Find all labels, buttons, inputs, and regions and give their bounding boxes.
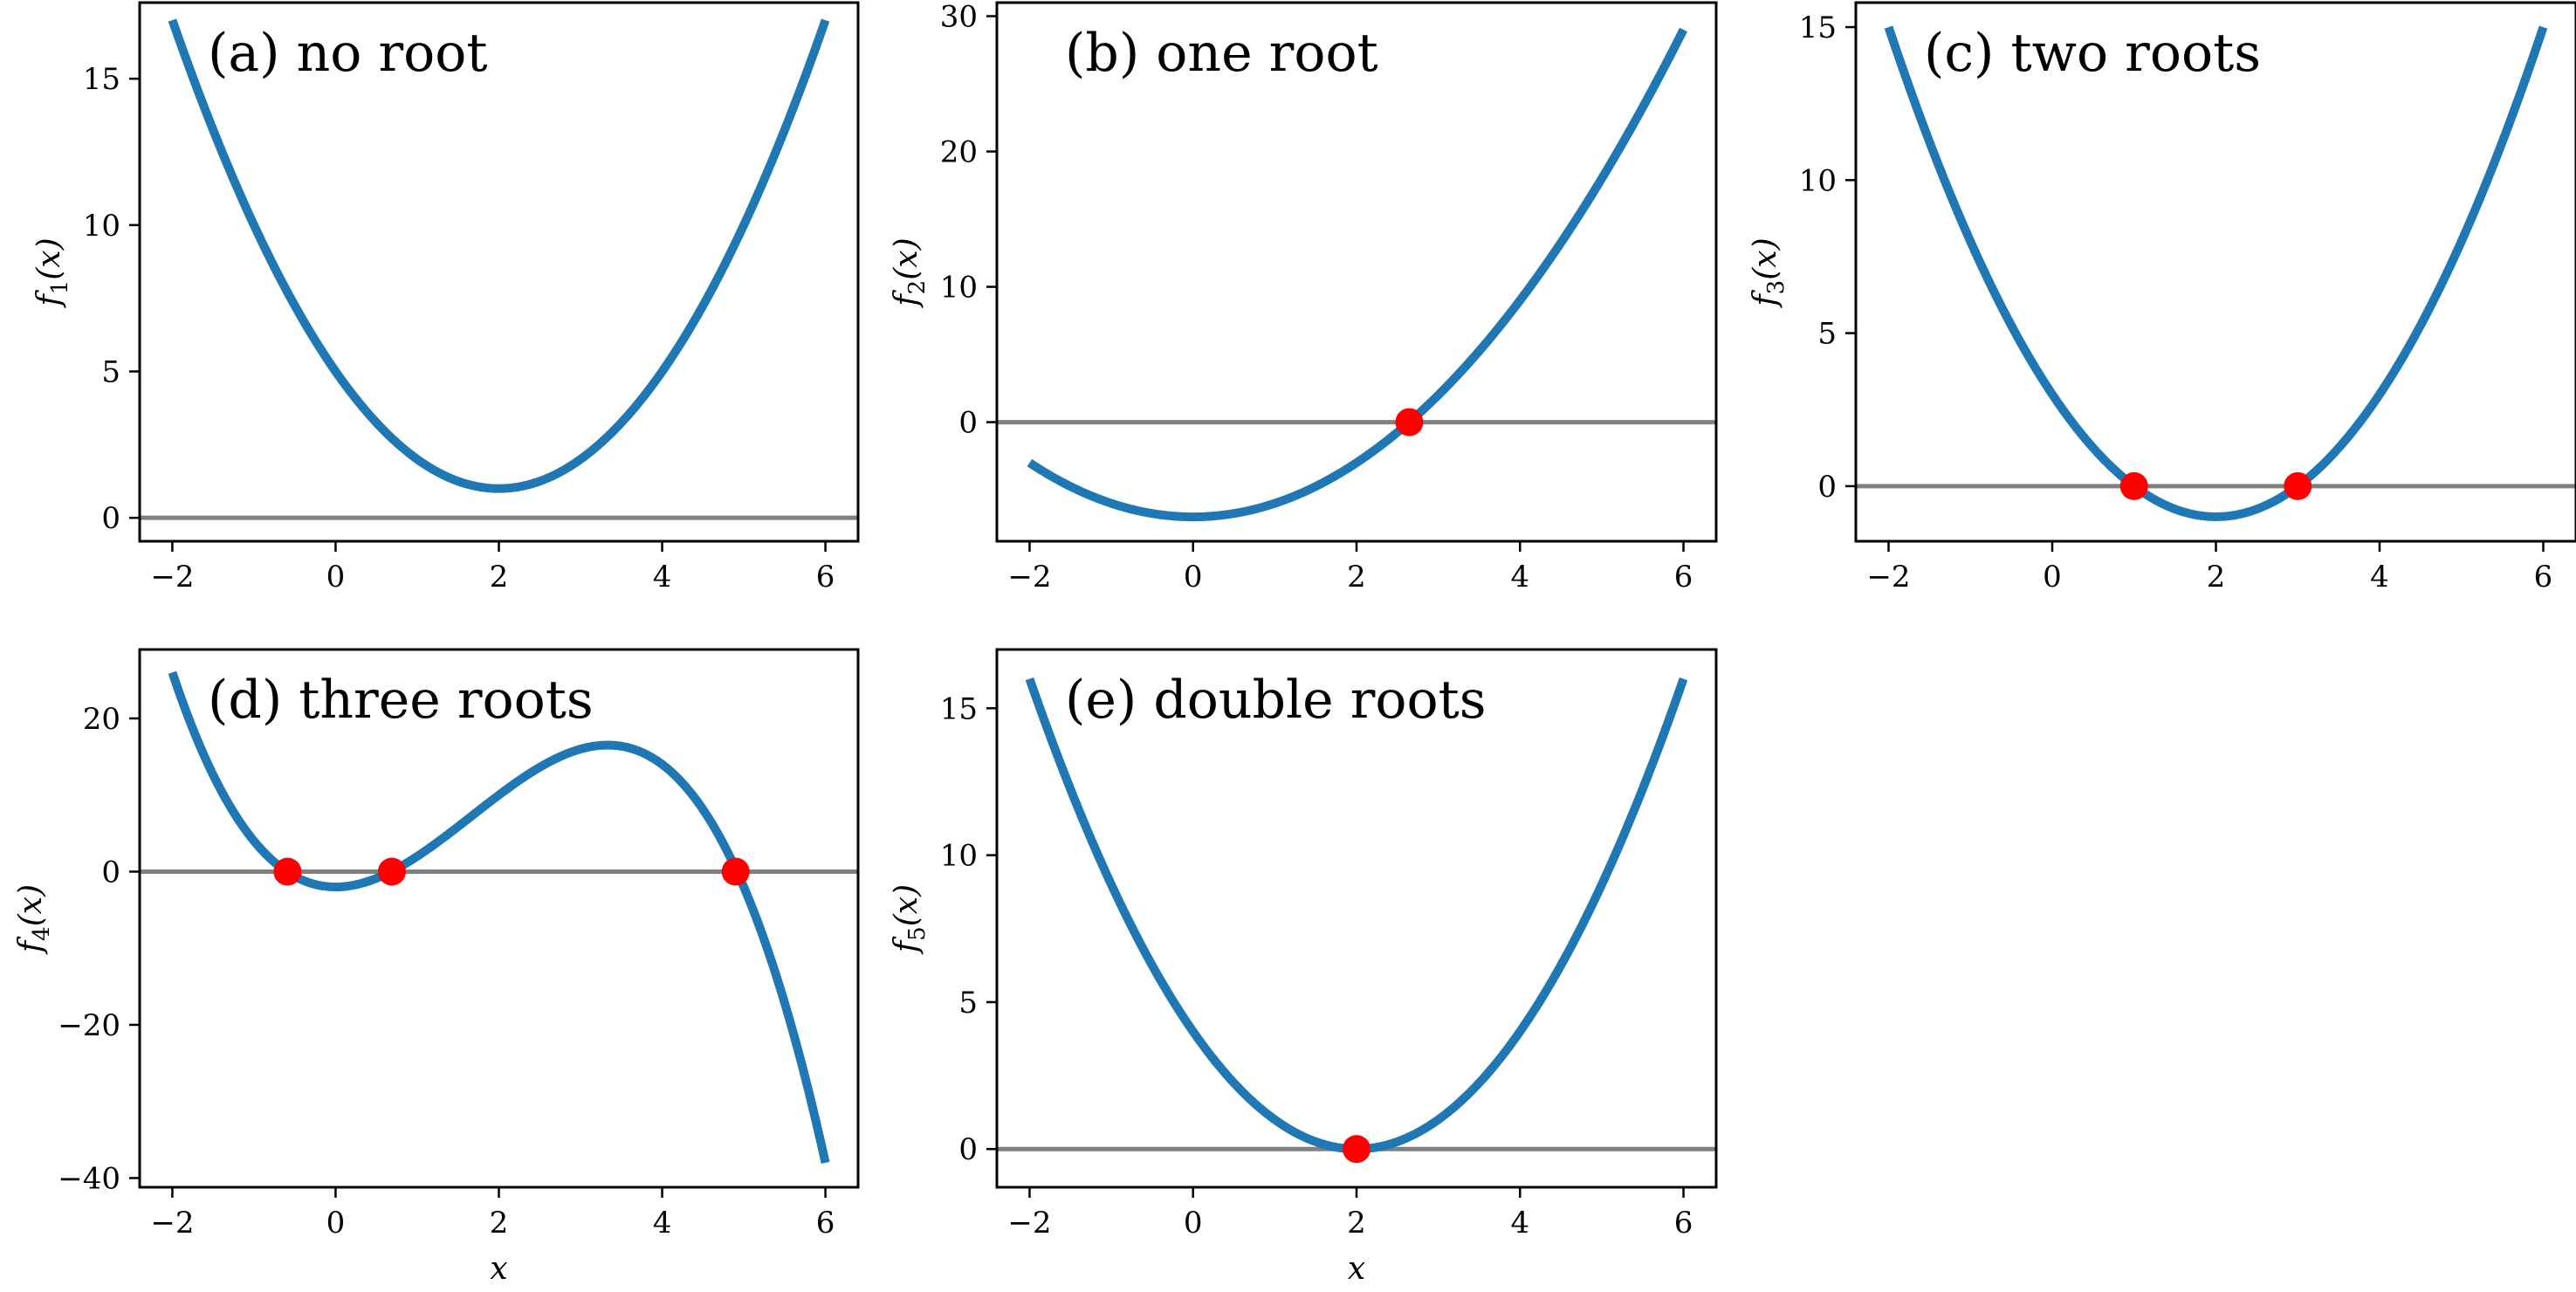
- panel-b: −2 0 2 4 6 0 10 20 30 f2(x) (b) one root: [889, 0, 1718, 594]
- root-marker-d-2: [721, 857, 750, 886]
- x-tick-label-a-0: −2: [150, 560, 194, 594]
- y-tick-label-e-0: 0: [958, 1132, 978, 1167]
- y-tick-label-c-0: 0: [1817, 470, 1837, 505]
- x-tick-label-a-2: 2: [490, 560, 509, 594]
- y-tick-label-c-2: 10: [1799, 163, 1837, 198]
- x-tick-label-b-3: 4: [1510, 560, 1529, 594]
- x-tick-label-d-3: 4: [653, 1206, 672, 1240]
- x-tick-label-d-0: −2: [150, 1206, 194, 1240]
- y-axis-label-b: f2(x): [889, 237, 931, 308]
- y-tick-label-b-3: 30: [940, 0, 978, 35]
- y-tick-label-c-3: 15: [1799, 10, 1837, 45]
- x-tick-label-b-1: 0: [1184, 560, 1203, 594]
- y-tick-label-c-1: 5: [1817, 317, 1837, 352]
- x-tick-label-b-0: −2: [1007, 560, 1051, 594]
- root-marker-d-1: [377, 857, 406, 886]
- panel-c: −2 0 2 4 6 0 5 10 15 f3(x) (c) two roots: [1748, 1, 2576, 594]
- panel-title-e: (e) double roots: [1065, 670, 1487, 731]
- panel-a: −2 0 2 4 6 0 5 10 15 f1(x) (a) no root: [31, 1, 860, 594]
- panel-title-d: (d) three roots: [208, 670, 594, 731]
- x-axis-label-e: x: [1348, 1251, 1365, 1287]
- root-marker-d-0: [273, 857, 302, 886]
- x-tick-label-e-1: 0: [1184, 1206, 1203, 1240]
- y-tick-label-b-2: 20: [940, 135, 978, 170]
- x-tick-label-d-4: 6: [816, 1206, 835, 1240]
- x-tick-label-a-1: 0: [326, 560, 346, 594]
- curve-b: [1027, 27, 1688, 522]
- y-tick-label-b-1: 10: [940, 271, 978, 306]
- x-tick-label-e-3: 4: [1510, 1206, 1529, 1240]
- y-tick-label-d-1: −20: [58, 1008, 120, 1043]
- y-tick-label-a-2: 10: [83, 209, 120, 244]
- y-tick-label-e-2: 10: [940, 839, 978, 874]
- panel-title-c: (c) two roots: [1924, 23, 2261, 84]
- y-axis-label-c: f3(x): [1748, 237, 1789, 308]
- y-tick-label-d-3: 20: [83, 702, 120, 737]
- y-axis-label-e: f5(x): [889, 884, 931, 955]
- x-tick-label-c-1: 0: [2043, 560, 2062, 594]
- x-tick-label-e-2: 2: [1347, 1206, 1366, 1240]
- x-tick-label-c-0: −2: [1866, 560, 1910, 594]
- y-axis-label-a: f1(x): [31, 237, 73, 308]
- x-tick-label-d-2: 2: [490, 1206, 509, 1240]
- y-tick-label-d-2: 0: [101, 855, 120, 890]
- y-tick-label-e-3: 15: [940, 691, 978, 726]
- root-marker-c-1: [2284, 471, 2312, 500]
- curve-c: [1884, 25, 2548, 521]
- root-marker-c-0: [2119, 471, 2148, 500]
- x-tick-label-e-0: −2: [1007, 1206, 1051, 1240]
- x-tick-label-c-2: 2: [2207, 560, 2226, 594]
- y-tick-label-a-3: 15: [83, 62, 120, 97]
- x-tick-label-c-3: 4: [2370, 560, 2389, 594]
- root-marker-e-0: [1343, 1135, 1370, 1164]
- y-tick-label-e-1: 5: [958, 986, 978, 1021]
- curve-e: [1025, 677, 1688, 1154]
- y-tick-label-b-0: 0: [958, 406, 978, 441]
- x-tick-label-b-2: 2: [1347, 560, 1366, 594]
- panel-title-a: (a) no root: [208, 23, 488, 84]
- x-tick-label-e-4: 6: [1674, 1206, 1693, 1240]
- root-marker-b-0: [1395, 408, 1424, 436]
- y-tick-label-d-0: −40: [58, 1161, 120, 1196]
- x-axis-label-d: x: [490, 1251, 507, 1287]
- panel-title-b: (b) one root: [1065, 23, 1378, 84]
- x-tick-label-c-4: 6: [2534, 560, 2553, 594]
- curve-d: [168, 670, 830, 1165]
- y-tick-label-a-1: 5: [101, 355, 120, 390]
- curve-a: [168, 18, 830, 493]
- x-tick-label-b-4: 6: [1674, 560, 1693, 594]
- y-tick-label-a-0: 0: [101, 501, 120, 536]
- x-tick-label-d-1: 0: [326, 1206, 346, 1240]
- x-tick-label-a-4: 6: [816, 560, 835, 594]
- x-tick-label-a-3: 4: [653, 560, 672, 594]
- y-axis-label-d: f4(x): [13, 884, 55, 955]
- panel-e: −2 0 2 4 6 0 5 10 15 f5(x) x (e) double roots: [889, 648, 1718, 1287]
